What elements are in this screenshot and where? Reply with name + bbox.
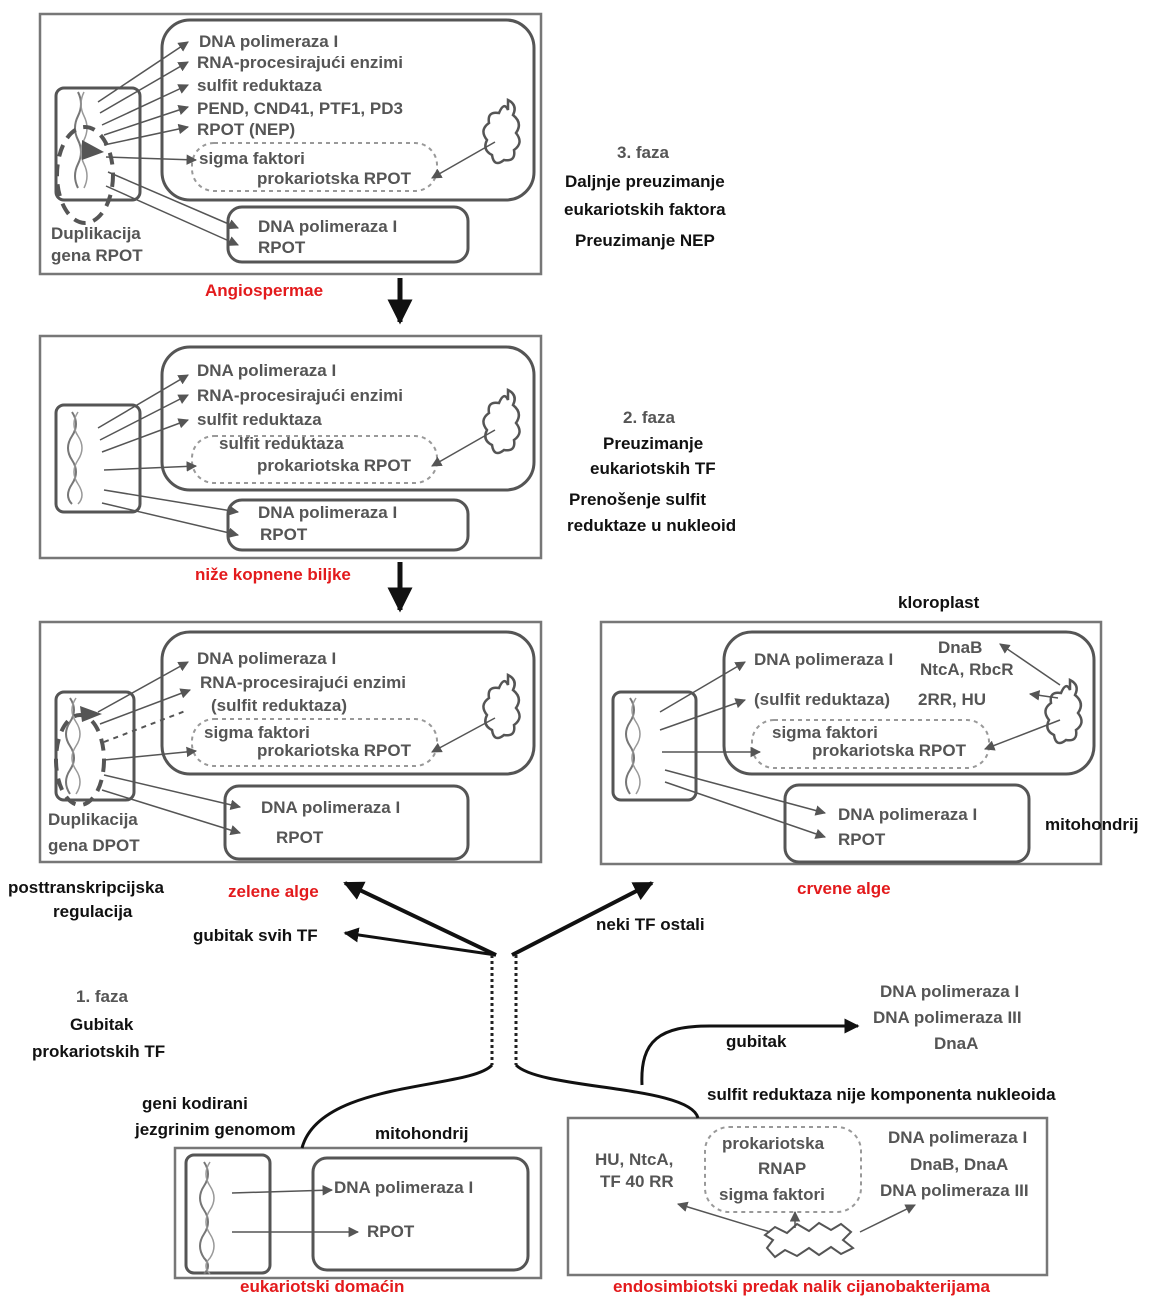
- lost-item: DNA polimeraza I: [880, 982, 1020, 1001]
- cyano-right-item: DNA polimeraza I: [888, 1128, 1028, 1147]
- angio-dup-label: Duplikacija: [51, 224, 141, 243]
- panel-cyano: [566, 1116, 1049, 1277]
- plastome-ring: [482, 672, 521, 740]
- red-side-item: DnaB: [938, 638, 983, 657]
- host-mito-label: mitohondrij: [375, 1124, 469, 1143]
- green-mito-item: DNA polimeraza I: [261, 798, 401, 817]
- lower-mito-item: DNA polimeraza I: [258, 503, 398, 522]
- red-nuc-item: sigma faktori: [772, 723, 878, 742]
- lower-caption: niže kopnene biljke: [195, 565, 351, 584]
- posttrans-label: regulacija: [53, 902, 133, 921]
- cyano-left-item: HU, NtcA,: [595, 1150, 674, 1169]
- red-chloroplast-label: kloroplast: [898, 593, 980, 612]
- red-chl-item: DNA polimeraza I: [754, 650, 894, 669]
- plastome-ring: [482, 97, 521, 165]
- lower-chl-item: RNA-procesirajući enzimi: [197, 386, 403, 405]
- green-nuc-item: sigma faktori: [204, 723, 310, 742]
- posttrans-label: posttranskripcijska: [8, 878, 164, 897]
- lower-chl-item: DNA polimeraza I: [197, 361, 337, 380]
- phase1-line: prokariotskih TF: [32, 1042, 166, 1061]
- phase1-title: 1. faza: [76, 987, 128, 1006]
- sulfit-note: sulfit reduktaza nije komponenta nukleoi…: [707, 1085, 1056, 1104]
- phase3-line: Daljnje preuzimanje: [565, 172, 725, 191]
- cyano-center-item: sigma faktori: [719, 1185, 825, 1204]
- phase2-line: reduktaze u nukleoid: [567, 516, 737, 535]
- host-mito-item: DNA polimeraza I: [334, 1178, 474, 1197]
- evolution-tree: [300, 278, 860, 1149]
- host-mito-item: RPOT: [367, 1222, 415, 1241]
- angio-dup-label: gena RPOT: [51, 246, 143, 265]
- red-chl-item: (sulfit reduktaza): [754, 690, 891, 709]
- phase1-line: Gubitak: [70, 1015, 134, 1034]
- green-caption: zelene alge: [228, 882, 319, 901]
- angio-mito-item: DNA polimeraza I: [258, 217, 398, 236]
- cyano-center-item: RNAP: [758, 1159, 807, 1178]
- some-tf-label: neki TF ostali: [596, 915, 705, 934]
- panel-lower-plants: [38, 334, 543, 560]
- red-nuc-item: prokariotska RPOT: [812, 741, 966, 760]
- phase3-line: Preuzimanje NEP: [575, 231, 715, 250]
- red-mito-item: DNA polimeraza I: [838, 805, 978, 824]
- panel-angiospermae: [38, 12, 543, 276]
- red-side-item: 2RR, HU: [918, 690, 987, 709]
- green-chl-item: DNA polimeraza I: [197, 649, 337, 668]
- cyano-center-item: prokariotska: [722, 1134, 825, 1153]
- red-side-item: NtcA, RbcR: [920, 660, 1014, 679]
- nuclear-genes-label: jezgrinim genomom: [135, 1120, 296, 1139]
- plastome-ring: [482, 387, 521, 455]
- loss-all-tf-label: gubitak svih TF: [193, 926, 318, 945]
- loss-label: gubitak: [726, 1032, 787, 1051]
- lower-chl-item: sulfit reduktaza: [197, 410, 322, 429]
- lost-item: DnaA: [934, 1034, 979, 1053]
- lower-mito-item: RPOT: [260, 525, 308, 544]
- cyano-caption: endosimbiotski predak nalik cijanobakter…: [613, 1277, 990, 1296]
- green-mito-item: RPOT: [276, 828, 324, 847]
- phase3-line: eukariotskih faktora: [564, 200, 726, 219]
- red-caption: crvene alge: [797, 879, 891, 898]
- angio-nuc-item: prokariotska RPOT: [257, 169, 411, 188]
- panel-host: [173, 1146, 543, 1280]
- angio-caption: Angiospermae: [205, 281, 324, 300]
- green-dup-label: Duplikacija: [48, 810, 138, 829]
- angio-chl-item: sulfit reduktaza: [197, 76, 322, 95]
- green-nuc-item: prokariotska RPOT: [257, 741, 411, 760]
- host-caption: eukariotski domaćin: [240, 1277, 405, 1296]
- angio-nuc-item: sigma faktori: [199, 149, 305, 168]
- phase3-title: 3. faza: [617, 143, 669, 162]
- cyano-left-item: TF 40 RR: [600, 1172, 674, 1191]
- nuclear-genes-label: geni kodirani: [142, 1094, 248, 1113]
- panel-green-algae: [38, 620, 543, 864]
- green-dup-label: gena DPOT: [48, 836, 140, 855]
- lower-nuc-item: sulfit reduktaza: [219, 434, 344, 453]
- phase2-line: Prenošenje sulfit: [569, 490, 706, 509]
- lost-item: DNA polimeraza III: [873, 1008, 1022, 1027]
- green-chl-item: RNA-procesirajući enzimi: [200, 673, 406, 692]
- green-chl-item: (sulfit reduktaza): [211, 696, 348, 715]
- angio-chl-item: RNA-procesirajući enzimi: [197, 53, 403, 72]
- angio-chl-item: PEND, CND41, PTF1, PD3: [197, 99, 403, 118]
- phase2-line: eukariotskih TF: [590, 459, 716, 478]
- plastome-ring: [1044, 677, 1083, 745]
- panel-red-algae: [599, 620, 1103, 866]
- angio-mito-item: RPOT: [258, 238, 306, 257]
- cyano-genome: [763, 1221, 855, 1259]
- lower-nuc-item: prokariotska RPOT: [257, 456, 411, 475]
- angio-chl-item: RPOT (NEP): [197, 120, 296, 139]
- phase2-line: Preuzimanje: [603, 434, 704, 453]
- cyano-right-item: DnaB, DnaA: [910, 1155, 1009, 1174]
- cyano-right-item: DNA polimeraza III: [880, 1181, 1029, 1200]
- angio-chl-item: DNA polimeraza I: [199, 32, 339, 51]
- phase2-title: 2. faza: [623, 408, 675, 427]
- red-mito-label: mitohondrij: [1045, 815, 1139, 834]
- red-mito-item: RPOT: [838, 830, 886, 849]
